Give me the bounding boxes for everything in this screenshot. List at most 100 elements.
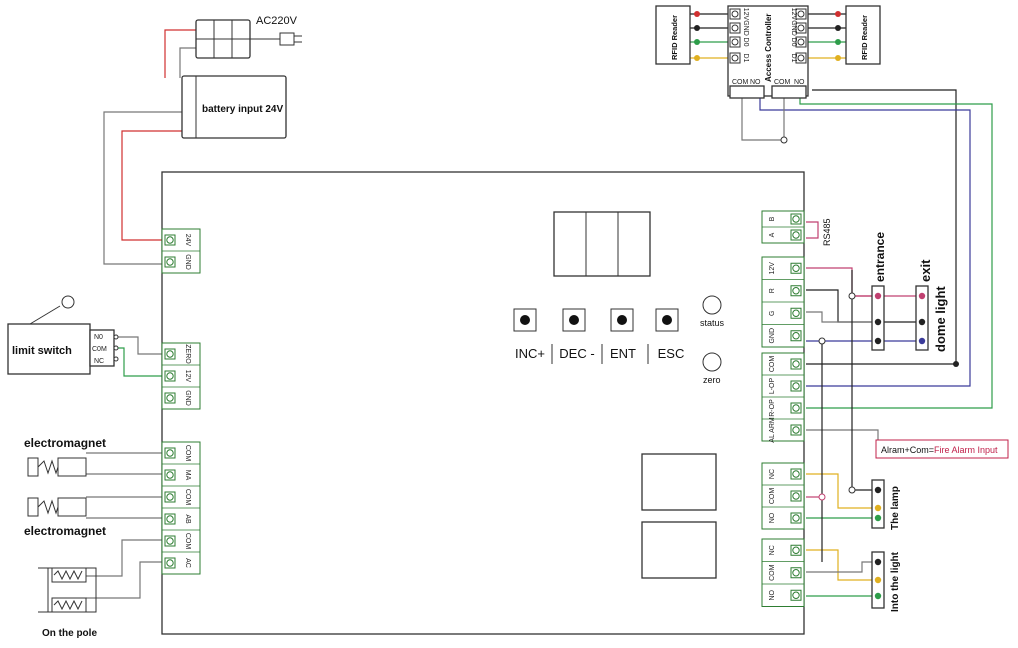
keypad-label-2: ENT [610,346,636,361]
relay2-terminal-screw-head-0 [792,546,800,554]
power-terminal-pin-0: 24V [184,234,191,247]
lamp-1: The lamp [871,479,901,530]
electromagnet-top [27,457,87,477]
io-terminal-screw-head-0 [792,360,800,368]
lamp-2-label: Into the light [890,551,901,612]
sensor-terminal-screw-head-1 [166,372,174,380]
relay1-terminal-pin-2: NO [769,512,776,523]
entrance-label: entrance [873,232,887,282]
exit-label: exit [918,259,933,282]
magnet-terminal-screw-head-0 [166,449,174,457]
relay1-terminal-screw-head-0 [792,470,800,478]
sensor-terminal-screw-head-2 [166,394,174,402]
reader-terminal-pin-1: R [769,288,776,293]
pole-sensor [38,567,97,613]
keypad-button-0[interactable] [513,308,537,332]
rs485-terminal-screw-head-0 [792,215,800,223]
reader-terminal-screw-head-1 [792,287,800,295]
limit-pin-com: C0M [92,346,107,353]
relay2-terminal-screw-head-2 [792,591,800,599]
zero-label: zero [703,375,721,385]
reader-terminal-pin-2: G [769,311,776,316]
relay2-terminal-pin-2: NO [769,589,776,600]
keypad-button-3[interactable] [655,308,679,332]
magnet-terminal-screw-head-5 [166,559,174,567]
relay1-terminal-pin-0: NC [769,469,776,479]
rs485-terminal-screw-head-1 [792,231,800,239]
rs485-terminal-pin-0: B [769,216,776,221]
power-terminal-screw-head-1 [166,258,174,266]
sensor-terminal-pin-0: ZERO [184,344,191,364]
battery-label: battery input 24V [202,104,283,115]
fire-alarm-prefix: Alram+Com= [881,445,934,455]
ac-bottom-left-no: NO [750,79,761,86]
ac-right-pin-3: D1 [790,54,797,63]
magnet-terminal-pin-5: AC [184,558,191,568]
status-label: status [700,318,725,328]
relay2-terminal-screw-head-1 [792,569,800,577]
svg-text:Alram+Com=Fire Alarm Input: Alram+Com=Fire Alarm Input [881,445,998,455]
magnet-terminal-pin-0: COM [184,445,191,462]
magnet-terminal-screw-head-1 [166,471,174,479]
ac-voltage-label: AC220V [256,15,298,27]
magnet-terminal-screw-head-3 [166,515,174,523]
electromagnet-bottom [27,497,87,517]
io-terminal-screw-head-1 [792,382,800,390]
ac-right-pin-2: D0 [790,38,797,47]
power-terminal-screw-head-0 [166,236,174,244]
lamp-1-label: The lamp [890,486,901,530]
ac-bottom-left-com: COM [732,79,749,86]
limit-pin-nc: NC [94,358,104,365]
rfid-reader-left: RFID Reader [655,5,691,65]
fire-alarm-suffix: Fire Alarm Input [934,445,998,455]
ac-bottom-right-no: NO [794,79,805,86]
magnet-terminal-screw-head-2 [166,493,174,501]
keypad-button-2[interactable] [610,308,634,332]
limit-switch: limit switch N0 C0M NC [7,295,119,375]
fire-alarm-note: Alram+Com=Fire Alarm Input [875,439,1009,459]
limit-pin-no: N0 [94,334,103,341]
keypad-button-1[interactable] [562,308,586,332]
pole-label: On the pole [42,628,97,639]
keypad-label-1: DEC - [559,346,594,361]
ac-left-pin-3: D1 [742,54,749,63]
ac-left-pin-2: D0 [742,38,749,47]
display-module [553,211,651,277]
relay-2 [641,521,717,579]
keypad-label-0: INC+ [515,346,545,361]
magnet-terminal-pin-3: AB [184,514,191,524]
sensor-terminal-pin-1: 12V [184,370,191,383]
io-terminal-screw-head-2 [792,404,800,412]
relay-1 [641,453,717,511]
ac-right-pin-1: GND [790,20,797,36]
ac-bottom-right-com: COM [774,79,791,86]
entrance-light: entrance [871,232,887,351]
sensor-terminal-screw-head-0 [166,350,174,358]
magnet-terminal-pin-1: MA [184,470,191,481]
io-terminal-screw-head-3 [792,426,800,434]
ac-plug: AC220V [195,15,302,59]
rs485-terminal-pin-1: A [769,232,776,237]
relay2-terminal-pin-1: COM [769,564,776,581]
ac-left-pin-0: 12V [742,8,749,21]
rs485-label: RS485 [822,218,832,246]
rfid-wire-dots [694,11,841,61]
sensor-terminal-pin-2: GND [184,390,191,406]
reader-terminal-screw-head-2 [792,309,800,317]
io-terminal-pin-2: R-OP [769,399,776,417]
relay1-terminal-screw-head-1 [792,492,800,500]
power-terminal-pin-1: GND [184,254,191,270]
reader-terminal-screw-head-0 [792,264,800,272]
ac-left-pin-1: GND [742,20,749,36]
relay1-terminal-screw-head-2 [792,514,800,522]
magnet-terminal-pin-2: COM [184,489,191,506]
reader-terminal-pin-3: GND [769,328,776,344]
ac-right-pin-0: 12V [790,8,797,21]
rfid-right-label: RFID Reader [860,15,869,60]
relay2-terminal-pin-0: NC [769,545,776,555]
lamp-dots [874,486,882,600]
light-dots [874,292,926,345]
